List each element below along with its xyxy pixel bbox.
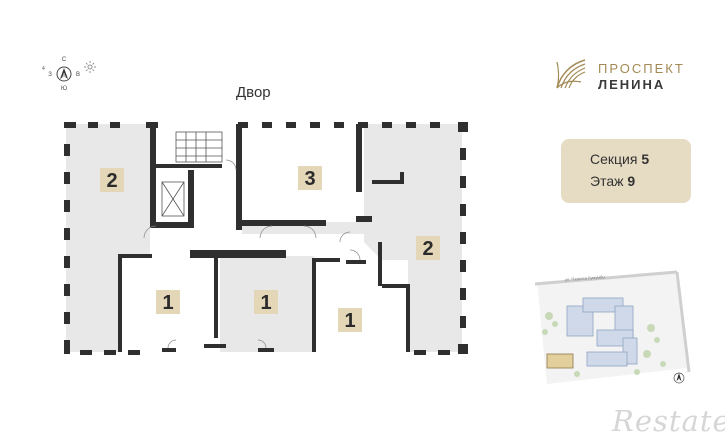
room-tiles: 2 3 2 1 1 1 [100, 166, 440, 332]
section-row: Секция 5 [590, 148, 691, 170]
compass-west: З [48, 72, 52, 78]
mini-compass-icon: А [673, 372, 685, 384]
walls [64, 122, 468, 355]
section-floor-card: Секция 5 Этаж 9 [561, 139, 691, 203]
floor-row: Этаж 9 [590, 170, 691, 192]
sun-icon [84, 61, 96, 73]
mini-compass-center: А [678, 377, 680, 381]
courtyard-label: Двор [236, 84, 271, 101]
site-buildings [566, 297, 638, 367]
section-value: 5 [641, 151, 650, 167]
greenery [542, 312, 666, 377]
svg-text:4: 4 [42, 66, 45, 72]
staircase [175, 131, 223, 163]
palm-leaf-logo-icon [556, 59, 586, 89]
apartment-2-right-rooms: 2 [422, 238, 433, 260]
site-location-map: ул. Патриса Лумумбы А [534, 270, 691, 384]
apartment-1-a-rooms: 1 [162, 292, 173, 314]
watermark: Restate [612, 404, 725, 438]
highlighted-section [546, 353, 574, 369]
compass-south: Ю [61, 86, 67, 92]
logo-text-line1: ПРОСПЕКТ [598, 61, 685, 76]
floor-label: Этаж [590, 173, 628, 189]
compass-north: С [62, 57, 67, 63]
apartment-1-c-rooms: 1 [344, 310, 355, 332]
floor-plan: 2 3 2 1 1 1 [64, 122, 468, 355]
compass-center: А [62, 73, 66, 79]
floor-value: 9 [627, 173, 636, 189]
section-label: Секция [590, 151, 642, 167]
compass-rose: С З В Ю А 4 [42, 57, 96, 92]
elevator [161, 181, 185, 217]
street-label: ул. Патриса Лумумбы [565, 274, 606, 282]
apartment-fills [66, 124, 462, 352]
apartment-2-left-rooms: 2 [106, 170, 117, 192]
doors [143, 159, 361, 349]
apartment-3-rooms: 3 [304, 168, 315, 190]
logo-text-line2: ЛЕНИНА [598, 77, 666, 92]
apartment-1-b-rooms: 1 [260, 292, 271, 314]
compass-east: В [76, 72, 80, 78]
